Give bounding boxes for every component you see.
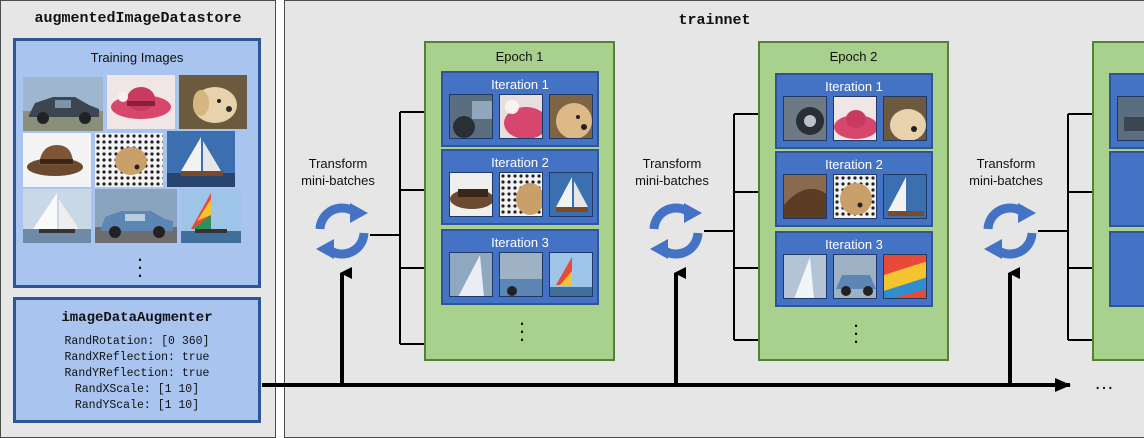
augmenter-options: RandRotation: [0 360] RandXReflection: t…: [16, 334, 258, 414]
dog-on-dots-crop-image: [499, 172, 543, 217]
iteration-1: Iteration 1: [775, 73, 933, 149]
pink-hat-crop-image: [499, 94, 543, 139]
colorful-sail-image: [181, 189, 241, 243]
cycle-icon: [649, 203, 703, 259]
dog-crop-image: [883, 96, 927, 141]
epoch-label: Epoch 1: [495, 49, 544, 64]
car-image: [23, 77, 103, 131]
car-crop-image: [1117, 96, 1144, 141]
sailboat-white-crop-image: [449, 252, 493, 297]
training-images-label: Training Images: [90, 50, 184, 65]
more-images-dots: ···: [136, 246, 144, 287]
rand-y-scale-option: RandYScale: [1 10]: [74, 399, 200, 412]
pink-hat-crop-image: [833, 96, 877, 141]
cycle-icon: [983, 203, 1037, 259]
blue-car-crop-image: [499, 252, 543, 297]
iteration-label: Iteration 1: [825, 79, 883, 94]
iteration-3: Iteration 3: [441, 229, 599, 305]
trainnet-title: trainnet: [678, 12, 751, 29]
datastore-title: augmentedImageDatastore: [34, 10, 242, 27]
iteration-3: Iteration 3: [775, 231, 933, 307]
colorful-sail-crop-image: [883, 254, 927, 299]
dog-image: [179, 75, 247, 129]
sailboat-crop-image: [883, 174, 927, 219]
augmenter-box: imageDataAugmenter RandRotation: [0 360]…: [13, 297, 261, 423]
augmenter-title: imageDataAugmenter: [61, 310, 213, 326]
iteration-label: Iteration 3: [825, 237, 883, 252]
rand-rotation-option: RandRotation: [0 360]: [64, 335, 210, 348]
colorful-sail-crop-image: [549, 252, 593, 297]
iteration-2: [1109, 151, 1144, 227]
brown-hat-crop-image: [449, 172, 493, 217]
iteration-1: [1109, 73, 1144, 149]
epoch-3-clip: [1092, 41, 1144, 361]
blue-car-image: [95, 189, 177, 243]
iteration-label: Iteration 1: [491, 77, 549, 92]
rand-x-reflection-option: RandXReflection: true: [64, 351, 210, 364]
iteration-2: Iteration 2: [775, 151, 933, 227]
cycle-icon: [315, 203, 369, 259]
iteration-1: Iteration 1: [441, 71, 599, 147]
pink-hat-image: [107, 75, 175, 129]
sailboat-crop-image: [549, 172, 593, 217]
car-crop-image: [783, 96, 827, 141]
continuation-ellipsis: …: [1094, 372, 1114, 394]
rand-y-reflection-option: RandYReflection: true: [64, 367, 210, 380]
more-iterations-dots: ···: [852, 312, 860, 353]
iteration-3: [1109, 231, 1144, 307]
epoch-2: Epoch 2 Iteration 1 Iteration 2 Iteratio…: [758, 41, 949, 361]
brown-hat-image: [23, 133, 91, 187]
datastore-panel: augmentedImageDatastore Training Images: [0, 0, 276, 438]
training-images-box: Training Images: [13, 38, 261, 288]
dog-on-dots-crop-image: [833, 174, 877, 219]
iteration-label: Iteration 3: [491, 235, 549, 250]
more-iterations-dots: ···: [518, 310, 526, 351]
epoch-label: Epoch 2: [829, 49, 878, 64]
rand-x-scale-option: RandXScale: [1 10]: [74, 383, 200, 396]
iteration-2: Iteration 2: [441, 149, 599, 225]
iteration-label: Iteration 2: [491, 155, 549, 170]
car-crop-image: [449, 94, 493, 139]
epoch-1: Epoch 1 Iteration 1 Iteration 2 Iteratio…: [424, 41, 615, 361]
sailboat-white-image: [23, 189, 91, 243]
blue-car-crop-image: [833, 254, 877, 299]
sailboat-image: [167, 131, 235, 187]
dog-crop-image: [549, 94, 593, 139]
dog-on-dots-image: [95, 133, 163, 187]
sailboat-white-crop-image: [783, 254, 827, 299]
brown-hat-crop-image: [783, 174, 827, 219]
epoch-3: [1092, 41, 1144, 361]
iteration-label: Iteration 2: [825, 157, 883, 172]
